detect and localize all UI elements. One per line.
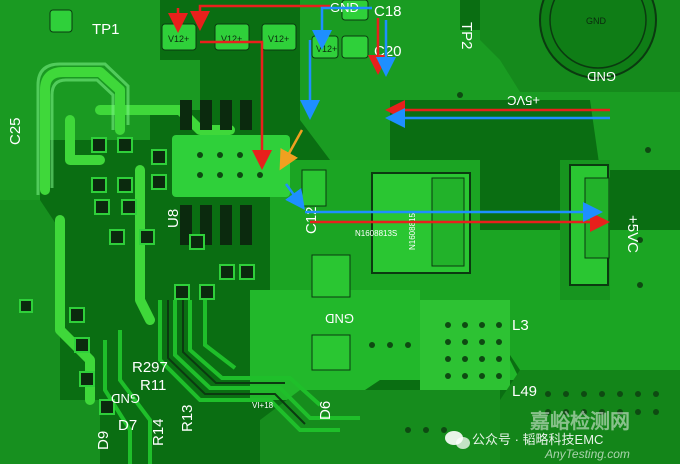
label-r11: R11: [140, 377, 166, 394]
label-part-code-a: N1608815: [408, 213, 417, 250]
label-u8: U8: [165, 209, 182, 228]
current-flow-arrows: [168, 4, 610, 232]
u8-highlight: [172, 135, 290, 197]
via-array: [369, 92, 659, 433]
label-gnd-mid: GND: [587, 69, 616, 84]
arrow-blue-u8-out: [284, 183, 305, 211]
watermark-wechat-label: 公众号 · 韬略科技EMC: [472, 432, 603, 447]
label-v12-d: V12+: [316, 44, 337, 54]
trace-outlines: [36, 62, 130, 195]
label-vin: VI+18: [252, 401, 274, 410]
arrow-blue-top: [312, 6, 372, 50]
label-5vc-top: +5VC: [507, 93, 540, 108]
label-gnd-lower: GND: [325, 311, 354, 326]
watermark-site-cn: 嘉峪检测网: [529, 409, 630, 433]
label-tp2: TP2: [458, 22, 475, 50]
label-gnd-bottom: GND: [111, 391, 140, 406]
label-d9: D9: [95, 431, 112, 450]
u8-pins: [180, 100, 252, 245]
smd-pads-left: [19, 137, 255, 415]
watermark: 公众号 · 韬略科技EMC 嘉峪检测网 AnyTesting.com: [445, 409, 630, 461]
label-c12: C12: [303, 206, 320, 234]
wechat-icon-shape: [445, 431, 470, 449]
label-l49: L49: [512, 383, 537, 400]
label-r13: R13: [179, 404, 196, 432]
label-c18: C18: [374, 3, 402, 20]
signal-traces: [103, 300, 360, 464]
trace-gaps: [167, 300, 306, 425]
watermark-site-url: AnyTesting.com: [544, 447, 630, 461]
label-c25: C25: [7, 117, 24, 145]
label-v12-c: V12+: [268, 34, 289, 44]
gnd-pad-ring: [549, 0, 647, 69]
label-5vc-right: +5VC: [624, 215, 641, 253]
arrow-orange-gnd: [279, 129, 304, 171]
label-l3: L3: [512, 317, 529, 334]
label-v12-a: V12+: [168, 34, 189, 44]
label-r14: R14: [150, 418, 167, 446]
label-v12-b: V12+: [221, 34, 242, 44]
label-part-code-b: N1608813S: [355, 229, 397, 238]
label-d7: D7: [118, 417, 137, 434]
label-r297: R297: [132, 359, 168, 376]
label-d6: D6: [317, 401, 334, 420]
arrow-red-top-left: [190, 4, 330, 31]
label-tp1: TP1: [92, 21, 120, 38]
arrow-red-to-u8: [200, 40, 272, 170]
label-gnd-circle: GND: [586, 16, 607, 26]
